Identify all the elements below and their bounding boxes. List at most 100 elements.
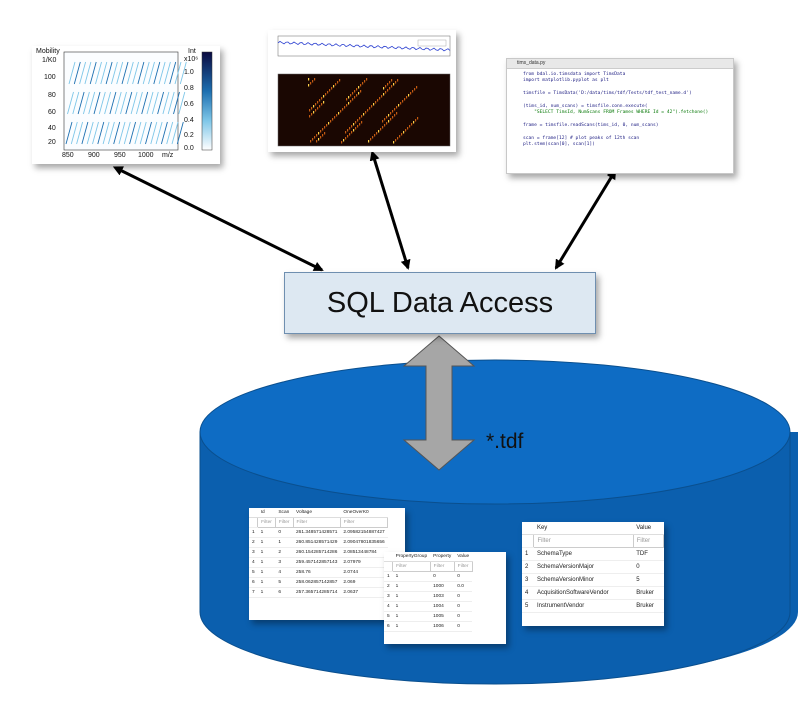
spectrum-spot — [384, 124, 386, 127]
spectrum-spot — [379, 97, 381, 100]
editor-tab[interactable]: tims_data.py — [507, 59, 733, 69]
heatmap-streak — [97, 121, 105, 145]
spectrum-spot — [348, 96, 350, 99]
spectrum-spot — [352, 98, 354, 101]
spectrum-spot — [409, 125, 411, 128]
filter-input[interactable]: Filter — [533, 534, 634, 548]
heatmap-streak — [88, 91, 96, 115]
spectrum-spot — [354, 96, 356, 99]
filter-input[interactable]: Filter — [339, 517, 389, 528]
spectrum-spot — [386, 122, 388, 125]
table-cell: SchemaVersionMinor — [533, 573, 634, 587]
spectrum-spot — [354, 90, 356, 93]
spectrum-spot — [308, 78, 310, 81]
spectrum-spot — [368, 140, 370, 143]
column-header[interactable]: Property — [430, 552, 455, 562]
filter-input[interactable]: Filter — [257, 517, 276, 528]
spectrum-spot — [345, 131, 347, 134]
table-cell: 1000 — [430, 581, 455, 592]
spectrum-spot — [318, 132, 320, 135]
filter-input[interactable]: Filter — [632, 534, 665, 548]
spectrum-spot — [397, 79, 399, 82]
spectrum-spot — [372, 136, 374, 139]
column-header[interactable]: Voltage — [293, 508, 341, 518]
spectrum-spot — [309, 109, 311, 112]
table-cell: 2.08513448784 — [340, 547, 388, 558]
column-header[interactable]: PropertyGroup — [392, 552, 431, 562]
spectrum-spot — [408, 94, 410, 97]
table-cell: 1 — [275, 537, 294, 548]
spectrum-spot — [396, 112, 398, 115]
filter-input[interactable]: Filter — [392, 561, 431, 572]
spectrum-spot — [319, 99, 321, 102]
table-cell: 4 — [384, 601, 393, 612]
spectrum-spot — [313, 105, 315, 108]
heatmap-streak — [100, 61, 108, 85]
heatmap-streak — [65, 121, 73, 145]
spectrum-spot — [326, 124, 328, 127]
spectrum-spot — [383, 87, 385, 90]
table-cell: 1 — [249, 527, 258, 538]
spectrum-spot — [390, 112, 392, 115]
heatmap-streak — [176, 121, 184, 145]
code-line: scan = frame[12] # plot peaks of 12th sc… — [523, 136, 640, 142]
column-header[interactable]: Value — [454, 552, 473, 562]
column-header[interactable] — [522, 522, 534, 535]
column-header[interactable] — [384, 552, 393, 562]
column-header[interactable]: Id — [257, 508, 276, 518]
x-tick: 1000 — [138, 152, 154, 159]
spectrum-spot — [335, 83, 337, 86]
spectrum-spot — [391, 85, 393, 88]
spectrum-spot — [323, 95, 325, 98]
table-cell: 1006 — [430, 621, 455, 632]
filter-input[interactable]: Filter — [453, 561, 473, 572]
heatmap-streak — [150, 121, 158, 145]
column-header[interactable]: Scan — [275, 508, 294, 518]
table-cell: 257.365714285714 — [293, 587, 341, 598]
column-header[interactable]: Value — [633, 522, 664, 535]
spectrum-thumbnail — [277, 35, 451, 147]
arrow-spectrum-sql — [369, 150, 411, 270]
spectrum-spot — [384, 118, 386, 121]
spectrum-spot — [317, 107, 319, 110]
spectrum-spot — [347, 135, 349, 138]
table-cell: 0 — [275, 527, 294, 538]
filter-input[interactable]: Filter — [274, 517, 294, 528]
filter-input[interactable]: Filter — [429, 561, 455, 572]
filter-input[interactable]: Filter — [292, 517, 341, 528]
column-header[interactable]: Key — [533, 522, 634, 535]
spectrum-spot — [352, 92, 354, 95]
heatmap-streak — [79, 61, 87, 85]
spectrum-spot — [367, 109, 369, 112]
table-cell: InstrumentVendor — [533, 599, 634, 613]
y-tick: 100 — [44, 74, 56, 81]
heatmap-streak — [174, 61, 182, 85]
heatmap-streak — [142, 61, 150, 85]
column-header[interactable] — [249, 508, 258, 518]
table-cell: 0 — [454, 591, 473, 602]
table-cell: 2 — [249, 537, 258, 548]
heatmap-streak — [107, 121, 115, 145]
column-header[interactable]: OneOverK0 — [340, 508, 388, 518]
heatmap-streak — [68, 61, 76, 85]
table-cell: 1005 — [430, 611, 455, 622]
spectrum-spot — [320, 130, 322, 133]
